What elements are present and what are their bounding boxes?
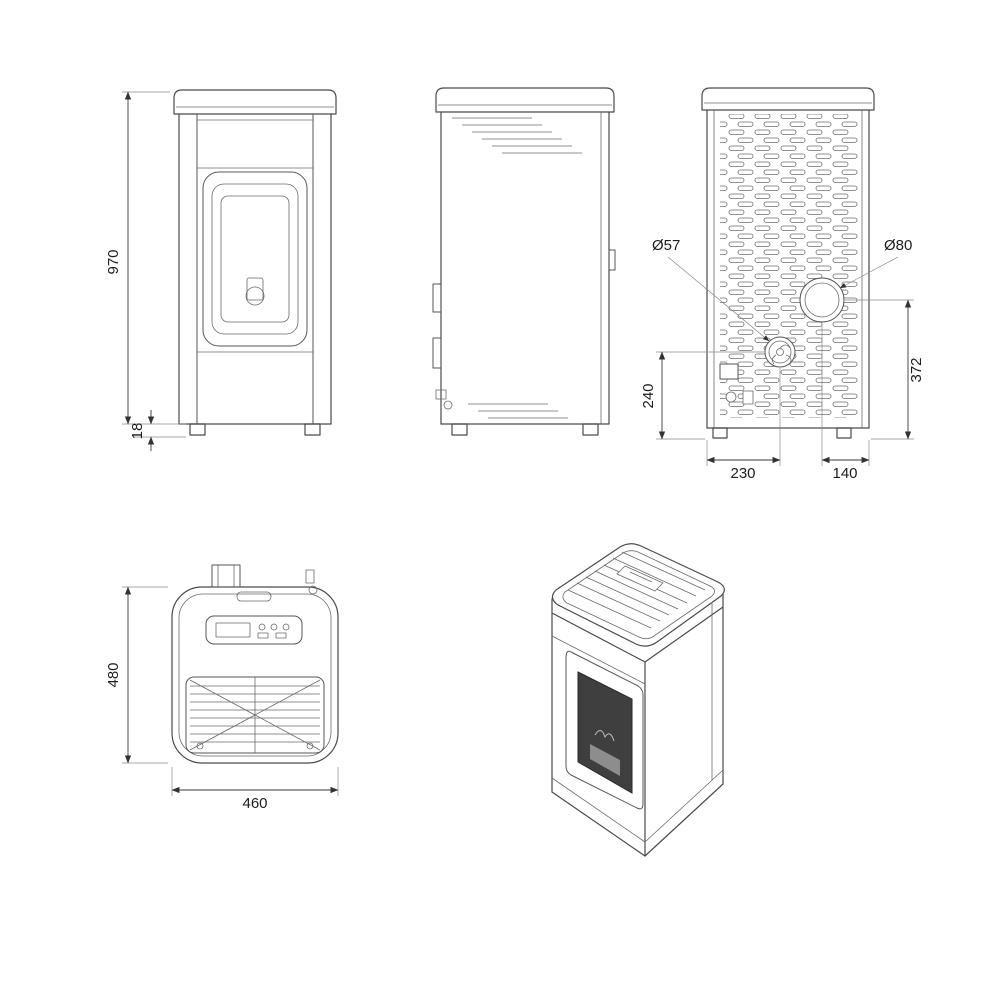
dim-flue-diameter: Ø57: [652, 237, 680, 254]
dim-front-height: 970: [105, 249, 122, 274]
dim-top-width: 460: [242, 795, 267, 812]
rear-right-foot: [836, 427, 852, 439]
side-right-foot: [582, 423, 599, 436]
top-view: 480 460: [105, 564, 339, 812]
iso-burn-pot: [590, 744, 620, 776]
dim-exhaust-center-height: 372: [908, 357, 925, 382]
top-sensor: [305, 569, 315, 584]
dim-flue-center-height: 240: [640, 383, 657, 408]
top-dimensions: 480 460: [105, 586, 339, 812]
iso-display-recess: [616, 565, 664, 592]
rear-exhaust-outlet: [799, 277, 845, 323]
side-valve: [435, 389, 447, 400]
dim-base-height: 18: [129, 423, 146, 440]
top-slot: [236, 591, 272, 602]
rear-electrical-box: [719, 363, 739, 380]
isometric-view: [551, 543, 725, 857]
side-view: [432, 87, 616, 436]
front-right-foot: [304, 423, 321, 436]
control-key-1: [257, 632, 269, 639]
door-handle: [246, 277, 264, 301]
dim-exhaust-diameter: Ø80: [884, 237, 912, 254]
rear-air-intake-fan: [764, 336, 796, 368]
top-flue-pipe: [211, 564, 241, 588]
front-left-foot: [189, 423, 206, 436]
control-button-2: [270, 623, 278, 631]
iso-top-hatch: [567, 551, 706, 629]
dim-exhaust-center-offset: 140: [832, 465, 857, 482]
control-display: [215, 622, 251, 638]
side-hinge: [608, 249, 616, 271]
front-dimensions: 970 18: [105, 91, 186, 451]
side-bracket-upper: [432, 283, 442, 313]
rear-view: Ø57 Ø80 240 372 230 140: [640, 87, 925, 482]
control-key-2: [275, 632, 287, 639]
rear-dimensions: Ø57 Ø80 240 372 230 140: [640, 237, 925, 482]
side-drain-cap: [443, 400, 453, 410]
dim-flue-center-offset: 230: [730, 465, 755, 482]
side-top-vent-hatch: [452, 117, 582, 154]
top-control-panel: [205, 615, 303, 645]
side-left-foot: [451, 423, 468, 436]
rear-left-foot: [712, 427, 728, 439]
side-bracket-lower: [432, 337, 442, 369]
rear-vent-grille: [720, 114, 858, 418]
front-fire-door: [202, 171, 308, 347]
rear-power-switch: [742, 390, 754, 405]
iso-flame: [594, 730, 615, 742]
control-button-1: [258, 623, 266, 631]
rear-power-socket: [725, 391, 737, 403]
grill-screw-left: [196, 742, 204, 750]
dim-top-depth: 480: [105, 662, 122, 687]
control-button-3: [282, 623, 290, 631]
front-view: 970 18: [105, 89, 337, 451]
iso-fire-door: [565, 650, 644, 810]
top-grill: [185, 676, 325, 754]
side-bottom-vent-hatch: [468, 403, 568, 419]
top-cap-knob: [308, 585, 318, 595]
grill-screw-right: [306, 742, 314, 750]
